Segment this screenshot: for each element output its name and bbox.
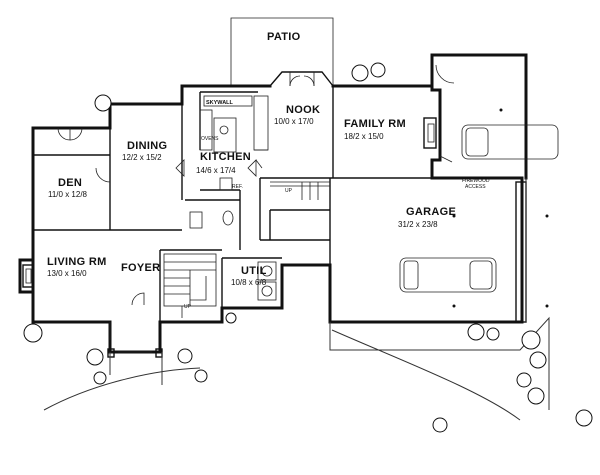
skywall-label: SKYWALL: [206, 100, 234, 106]
nook-label: NOOK: [286, 104, 320, 116]
patio-label: PATIO: [267, 31, 301, 43]
up-foyer-label: UP: [184, 304, 192, 310]
garage-dims: 31/2 x 23/8: [398, 220, 438, 229]
living-label: LIVING RM: [47, 256, 107, 268]
up-main-label: UP: [285, 188, 293, 194]
ovens-label: OVENS: [201, 136, 219, 142]
dining-label: DINING: [127, 140, 167, 152]
family-fireplace: [423, 117, 437, 149]
living-fireplace: [22, 264, 34, 288]
shrubs: [23, 62, 593, 433]
firewood-label-line2: ACCESS: [465, 184, 486, 190]
nook-dims: 10/0 x 17/0: [274, 117, 314, 126]
den-doors: [57, 127, 111, 183]
garage-label: GARAGE: [406, 206, 456, 218]
garage-details: [399, 64, 559, 323]
foyer-label: FOYER: [121, 262, 160, 274]
kitchen-dims: 14/6 x 17/4: [196, 166, 236, 175]
util-fixtures: [225, 261, 277, 324]
patio-outline: [230, 17, 334, 86]
foyer-stairs: [163, 253, 217, 318]
garage-stairs: [270, 181, 330, 200]
foyer-doors: [107, 292, 163, 358]
den-dims: 11/0 x 12/8: [48, 190, 88, 199]
dining-dims: 12/2 x 15/2: [122, 153, 162, 162]
util-label: UTIL: [241, 265, 267, 277]
ref-label: REF.: [232, 184, 243, 190]
kitchen-label: KITCHEN: [200, 151, 251, 163]
family-dims: 18/2 x 15/0: [344, 132, 384, 141]
family-label: FAMILY RM: [344, 118, 406, 130]
nook-bay: [269, 71, 334, 87]
util-dims: 10/8 x 6/8: [231, 278, 267, 287]
living-dims: 13/0 x 16/0: [47, 269, 87, 278]
site-lines: [43, 178, 550, 421]
den-label: DEN: [58, 177, 82, 189]
interior-walls: [33, 86, 432, 322]
firewood-label-line1: FIREWOOD: [462, 178, 490, 184]
kitchen-fixtures: [175, 95, 269, 229]
